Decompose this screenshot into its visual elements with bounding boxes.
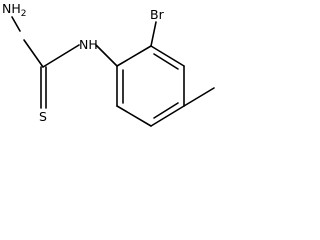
bond-ring-to-br bbox=[150, 21, 157, 47]
sulfur-label: S bbox=[39, 109, 47, 124]
bond-ring-to-methyl bbox=[183, 87, 215, 107]
nh2-label: NH2 bbox=[2, 1, 27, 19]
bond-nh2-to-nhn bbox=[11, 16, 21, 32]
ring-bond-c1-c2 bbox=[116, 45, 152, 67]
bromine-label: Br bbox=[150, 7, 165, 22]
chemical-structure-diagram: NH2 NH S Br bbox=[2, 1, 215, 127]
nh-label: NH bbox=[79, 37, 98, 52]
bond-nhn-to-carbon bbox=[23, 39, 44, 68]
nh2-nitrogen: N bbox=[2, 1, 11, 16]
ring-inner-double-bottom bbox=[153, 102, 179, 119]
ring-bond-c4-c5 bbox=[150, 105, 185, 127]
ring-bond-c5-c6 bbox=[116, 105, 152, 127]
ring-bond-c2-c3 bbox=[150, 45, 185, 67]
ring-inner-double-top bbox=[153, 53, 179, 70]
nh2-hydrogen: H bbox=[11, 1, 20, 16]
nh2-subscript: 2 bbox=[21, 9, 27, 19]
bond-nh-to-ring bbox=[95, 44, 118, 67]
bond-carbon-to-nh bbox=[42, 44, 80, 68]
